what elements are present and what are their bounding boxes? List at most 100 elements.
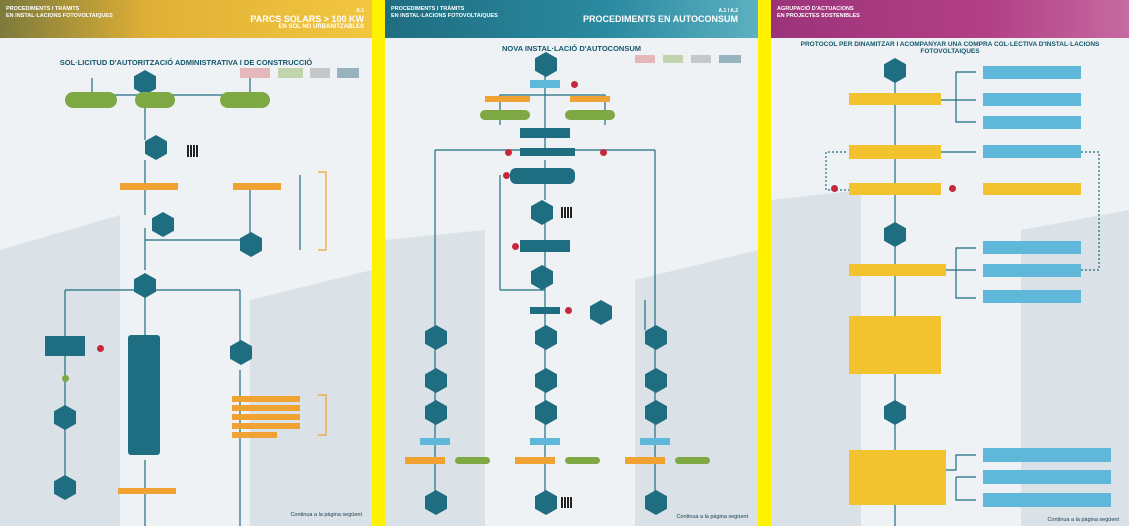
step-box — [510, 168, 575, 184]
qr-code — [187, 145, 199, 157]
step-box — [983, 183, 1081, 195]
process-hex — [230, 340, 252, 365]
highlight-border — [758, 0, 771, 526]
logo-mark-4 — [337, 68, 359, 78]
qr-code — [561, 207, 572, 218]
header-bar: AGRUPACIÓ D'ACTUACIONS EN PROJECTES SOST… — [771, 0, 1129, 38]
header-main: PARCS SOLARS > 100 KW — [250, 14, 364, 24]
logo-mark-1 — [240, 68, 270, 78]
reject-marker — [571, 81, 578, 88]
header-bar: PROCEDIMENTS I TRÀMITS EN INSTAL·LACIONS… — [0, 0, 372, 38]
header-right: A.1 PARCS SOLARS > 100 KW EN SÒL NO URBA… — [250, 8, 364, 30]
ok-marker — [62, 375, 69, 382]
process-hex — [535, 368, 557, 393]
step-box — [849, 93, 941, 105]
step-box — [120, 183, 178, 190]
step-box — [45, 336, 85, 356]
process-hex — [884, 400, 906, 425]
step-box — [983, 448, 1111, 462]
logo-mark-4 — [719, 55, 741, 63]
process-hex — [54, 405, 76, 430]
step-box — [520, 240, 570, 252]
header-left-text: PROCEDIMENTS I TRÀMITS EN INSTAL·LACIONS… — [391, 6, 498, 19]
logo-mark-3 — [310, 68, 330, 78]
step-box — [983, 493, 1111, 507]
process-hex — [531, 265, 553, 290]
step-box — [232, 432, 277, 438]
step-box — [485, 96, 530, 102]
vertical-process-bar — [128, 335, 160, 455]
header-code: A.1 i A.2 — [718, 8, 738, 14]
qr-code — [561, 497, 572, 508]
header-code: A.1 — [356, 8, 364, 14]
logo-mark-1 — [635, 55, 655, 63]
step-box — [849, 264, 946, 276]
process-hex — [425, 400, 447, 425]
step-box — [420, 438, 450, 445]
reject-marker — [600, 149, 607, 156]
step-box — [570, 96, 610, 102]
flow-connectors — [64, 72, 327, 526]
footer-continue: Continua a la pàgina següent — [676, 514, 748, 520]
step-box — [480, 110, 530, 120]
header-left-text: PROCEDIMENTS I TRÀMITS EN INSTAL·LACIONS… — [6, 6, 113, 19]
step-box — [530, 438, 560, 445]
flow-connectors — [434, 60, 656, 500]
reject-marker — [505, 149, 512, 156]
process-hex — [645, 368, 667, 393]
logo-mark-2 — [663, 55, 683, 63]
step-box — [232, 396, 300, 402]
start-node-hex — [134, 70, 156, 95]
step-box — [565, 110, 615, 120]
header-right: A.1 i A.2 PROCEDIMENTS EN AUTOCONSUM — [583, 8, 738, 24]
header-main: PROCEDIMENTS EN AUTOCONSUM — [582, 14, 738, 24]
start-node-hex — [884, 58, 906, 83]
solar-panels-background — [0, 0, 372, 526]
step-box — [849, 316, 941, 374]
process-hex — [134, 273, 156, 298]
panel-autoconsum: PROCEDIMENTS I TRÀMITS EN INSTAL·LACIONS… — [385, 0, 758, 526]
reject-marker — [512, 243, 519, 250]
step-box — [625, 457, 665, 464]
reject-marker — [97, 345, 104, 352]
step-box — [983, 66, 1081, 79]
header-bar: PROCEDIMENTS I TRÀMITS EN INSTAL·LACIONS… — [385, 0, 758, 38]
page-title: PROTOCOL PER DINAMITZAR I ACOMPANYAR UNA… — [800, 41, 1100, 55]
step-box — [520, 148, 575, 156]
logo-mark-3 — [691, 55, 711, 63]
step-box — [232, 423, 300, 429]
step-box — [983, 116, 1081, 129]
step-box — [233, 183, 281, 190]
reject-marker — [503, 172, 510, 179]
page-title: SOL·LICITUD D'AUTORITZACIÓ ADMINISTRATIV… — [59, 58, 313, 67]
process-hex — [535, 325, 557, 350]
step-box — [983, 290, 1081, 303]
step-box — [515, 457, 555, 464]
footer-continue: Continua a la pàgina següent — [1047, 517, 1119, 523]
step-box — [520, 128, 570, 138]
step-box — [565, 457, 600, 464]
step-box — [983, 470, 1111, 484]
step-box — [135, 92, 175, 108]
step-box — [983, 264, 1081, 277]
flow-connectors — [825, 60, 1100, 526]
process-hex — [884, 222, 906, 247]
step-box — [65, 92, 117, 108]
panel-compra-collectiva: AGRUPACIÓ D'ACTUACIONS EN PROJECTES SOST… — [771, 0, 1129, 526]
reject-marker — [949, 185, 956, 192]
step-box — [983, 145, 1081, 158]
step-box — [849, 145, 941, 159]
highlight-border — [372, 0, 385, 526]
process-hex — [240, 232, 262, 257]
process-hex — [425, 325, 447, 350]
process-hex — [590, 300, 612, 325]
process-hex — [54, 475, 76, 500]
reject-marker — [565, 307, 572, 314]
process-hex — [645, 490, 667, 515]
header-sub: EN SÒL NO URBANITZABLES — [278, 24, 364, 30]
step-box — [675, 457, 710, 464]
footer-continue: Continua a la pàgina següent — [290, 512, 362, 518]
logos — [240, 68, 360, 82]
process-hex — [531, 200, 553, 225]
panel-parcs-solars: PROCEDIMENTS I TRÀMITS EN INSTAL·LACIONS… — [0, 0, 372, 526]
